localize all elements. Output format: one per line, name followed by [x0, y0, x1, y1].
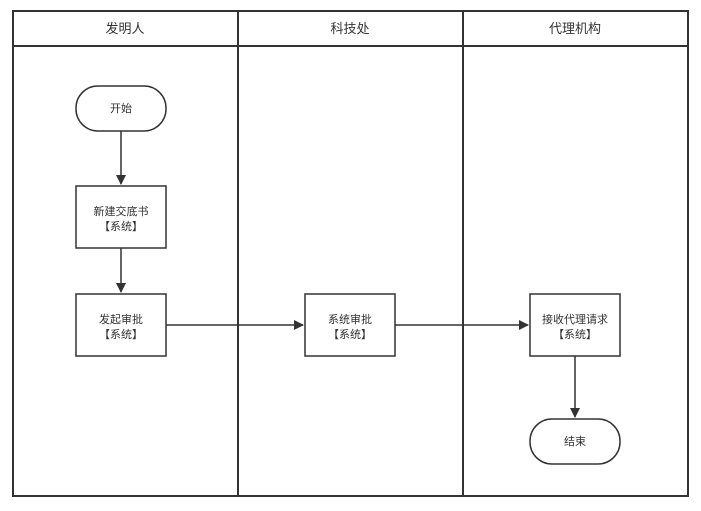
accept-request-label: 接收代理请求	[542, 312, 608, 326]
create-disclosure-system-tag: 【系统】	[99, 220, 143, 233]
end-node-label: 结束	[564, 435, 586, 448]
accept-request-system-tag: 【系统】	[553, 328, 597, 341]
end-node: 结束	[529, 418, 621, 465]
create-disclosure-node: 新建交底书 【系统】	[75, 185, 167, 249]
initiate-approval-node: 发起审批 【系统】	[75, 293, 167, 357]
initiate-approval-system-tag: 【系统】	[99, 328, 143, 341]
create-disclosure-label: 新建交底书	[94, 204, 149, 218]
accept-request-node: 接收代理请求 【系统】	[529, 293, 621, 357]
lane-title-inventor: 发明人	[105, 21, 144, 37]
system-approval-system-tag: 【系统】	[328, 328, 372, 341]
system-approval-node: 系统审批 【系统】	[304, 293, 396, 357]
initiate-approval-label: 发起审批	[99, 312, 143, 326]
start-node: 开始	[75, 85, 167, 132]
lane-title-tech-office: 科技处	[330, 22, 369, 37]
start-node-label: 开始	[110, 101, 132, 115]
system-approval-label: 系统审批	[328, 312, 372, 326]
lane-title-agency: 代理机构	[549, 22, 601, 37]
